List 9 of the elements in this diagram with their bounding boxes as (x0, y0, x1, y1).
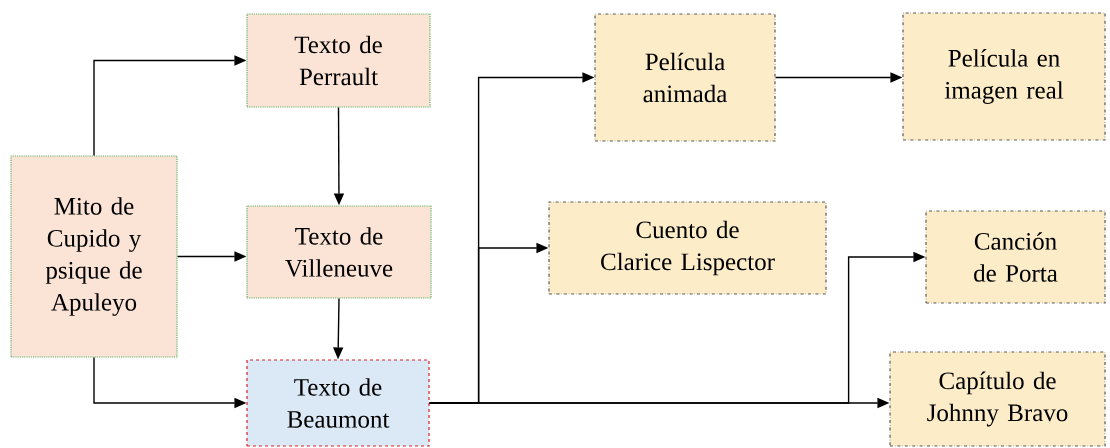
text-box: Texto de Beaumont (246, 359, 430, 447)
text-box: Canción de Porta (925, 210, 1106, 304)
text-box: Capítulo de Johnny Bravo (889, 351, 1106, 447)
text-box: Película animada (594, 13, 776, 142)
text-box: Texto de Perrault (246, 13, 431, 108)
text-box: Mito de Cupido y psique de Apuleyo (10, 155, 178, 358)
text-box: Cuento de Clarice Lispector (548, 201, 827, 295)
text-box: Película en imagen real (902, 12, 1106, 141)
text-box: Texto de Villeneuve (246, 205, 432, 299)
